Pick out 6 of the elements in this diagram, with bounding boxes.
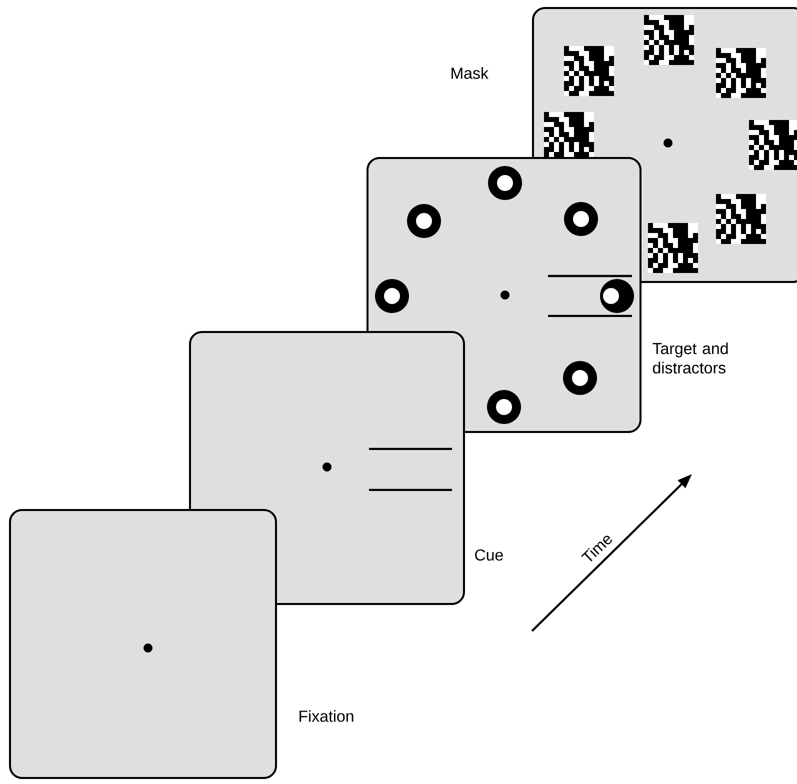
screen-label: Target and distractors [652, 342, 728, 374]
screen-label: Fixation [300, 710, 354, 722]
screen-box [9, 509, 277, 779]
screen-label: Mask [452, 67, 489, 79]
screen-label: Cue [475, 549, 503, 561]
axis-label: Time [581, 536, 612, 562]
